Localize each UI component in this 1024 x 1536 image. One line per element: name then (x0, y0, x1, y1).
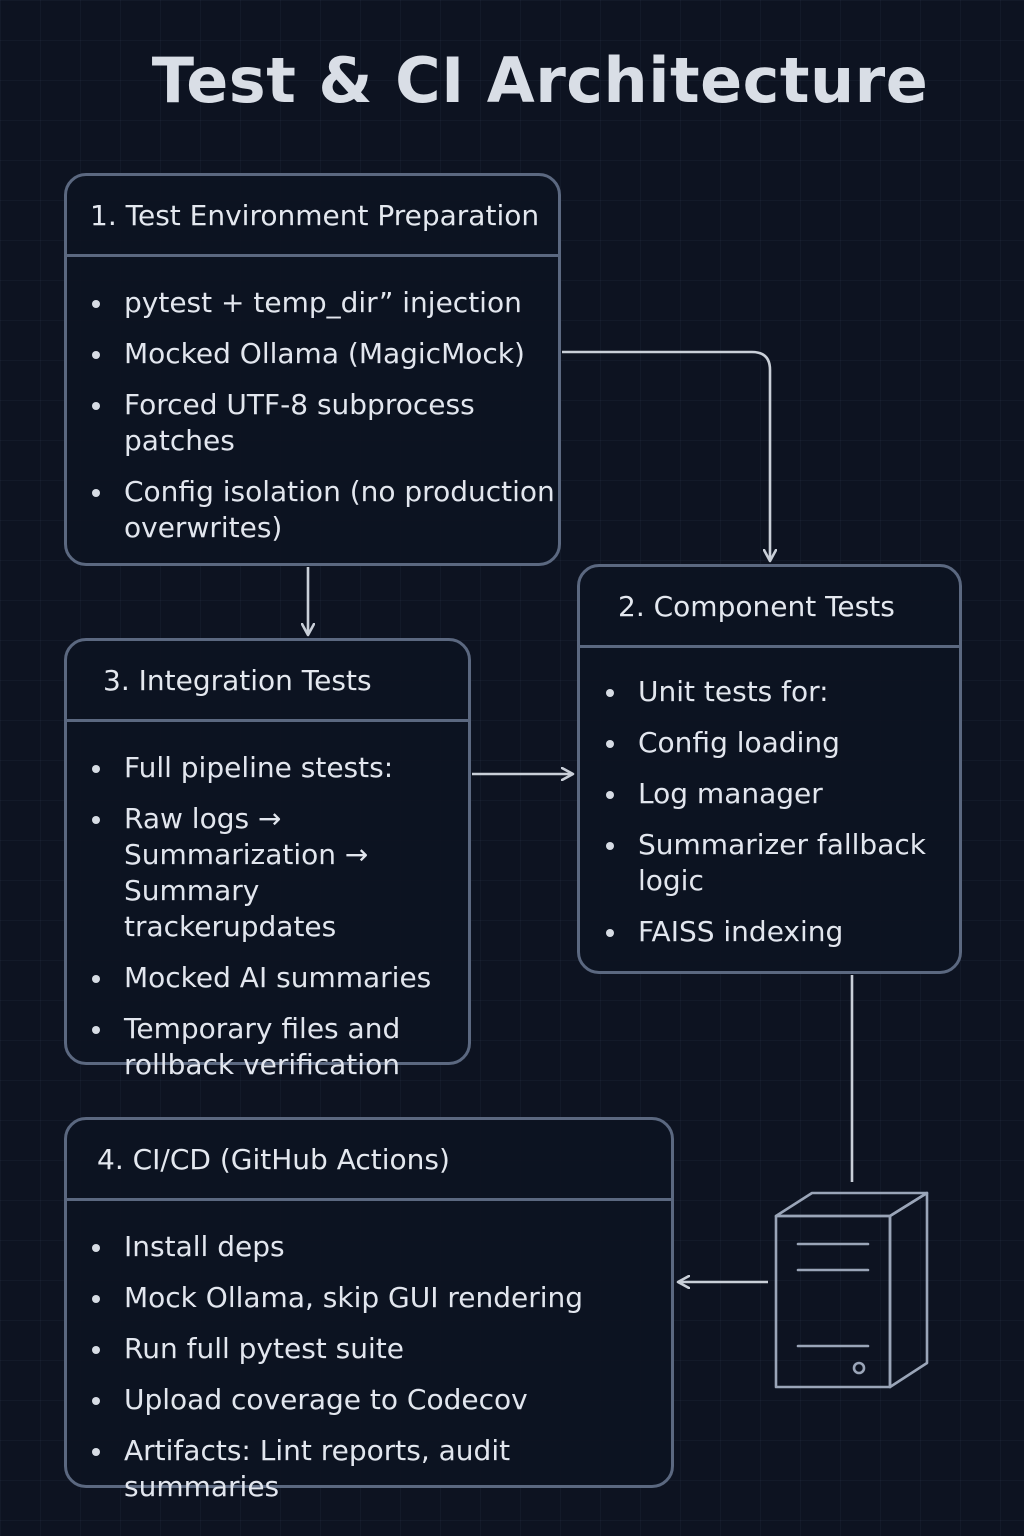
list-item: FAISS indexing (580, 914, 959, 950)
card-item-list: pytest + temp_dir” injection Mocked Olla… (67, 257, 558, 546)
list-item: Artifacts: Lint reports, audit summaries (67, 1433, 671, 1505)
card-ci-cd-github-actions: 4. CI/CD (GitHub Actions) Install deps M… (64, 1117, 674, 1503)
card-heading: 3. Integration Tests (67, 641, 468, 722)
list-item: Mocked Ollama (MagicMock) (67, 336, 558, 372)
card-item-list: Full pipeline stests: Raw logs → Summari… (67, 722, 468, 1083)
list-item: Upload coverage to Codecov (67, 1382, 671, 1418)
list-item: Mock Ollama, skip GUI rendering (67, 1280, 671, 1316)
list-item: Log manager (580, 776, 959, 812)
list-item: Mocked AI summaries (67, 960, 468, 996)
server-icon (774, 1191, 929, 1389)
list-item: Full pipeline stests: (67, 750, 468, 786)
list-item: Summarizer fallback logic (580, 827, 959, 899)
list-item: Raw logs → Summarization → Summary track… (67, 801, 468, 945)
list-item: Unit tests for: (580, 674, 959, 710)
list-item: Install deps (67, 1229, 671, 1265)
list-item: Temporary files and rollback verificatio… (67, 1011, 468, 1083)
list-item: pytest + temp_dir” injection (67, 285, 558, 321)
card-item-list: Install deps Mock Ollama, skip GUI rende… (67, 1201, 671, 1505)
card-integration-tests: 3. Integration Tests Full pipeline stest… (64, 638, 471, 1081)
list-item: Config isolation (no production overwrit… (67, 474, 558, 546)
card-heading: 1. Test Environment Preparation (67, 176, 558, 257)
list-item: Config loading (580, 725, 959, 761)
card-test-environment-preparation: 1. Test Environment Preparation pytest +… (64, 173, 561, 566)
connector-1-to-2 (562, 350, 770, 560)
card-component-tests: 2. Component Tests Unit tests for: Confi… (577, 564, 962, 974)
card-item-list: Unit tests for: Config loading Log manag… (580, 648, 959, 950)
card-heading: 4. CI/CD (GitHub Actions) (67, 1120, 671, 1201)
list-item: Run full pytest suite (67, 1331, 671, 1367)
card-heading: 2. Component Tests (580, 567, 959, 648)
list-item: Forced UTF-8 subprocess patches (67, 387, 558, 459)
diagram-title: Test & CI Architecture (151, 44, 929, 117)
